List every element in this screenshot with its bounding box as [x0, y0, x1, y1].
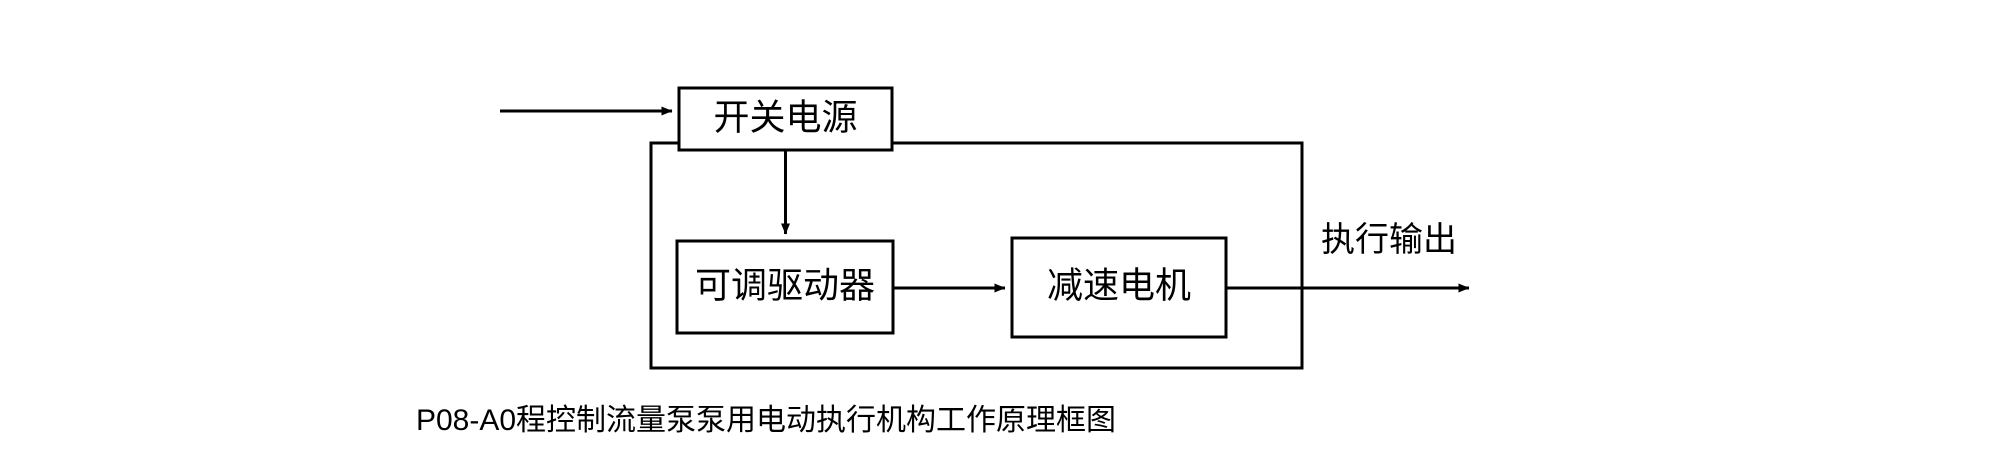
- block-switching-power-supply: [677, 86, 894, 152]
- figure-caption: P08-A0程控制流量泵泵用电动执行机构工作原理框图: [416, 404, 1116, 437]
- enclosure-boundary: [649, 141, 1304, 370]
- flow-label-execution-output: 执行输出: [1321, 221, 1457, 259]
- block-label-switching-power-supply: 开关电源: [713, 97, 857, 138]
- block-label-adjustable-driver: 可调驱动器: [695, 265, 875, 306]
- block-label-reduction-motor: 减速电机: [1047, 265, 1191, 306]
